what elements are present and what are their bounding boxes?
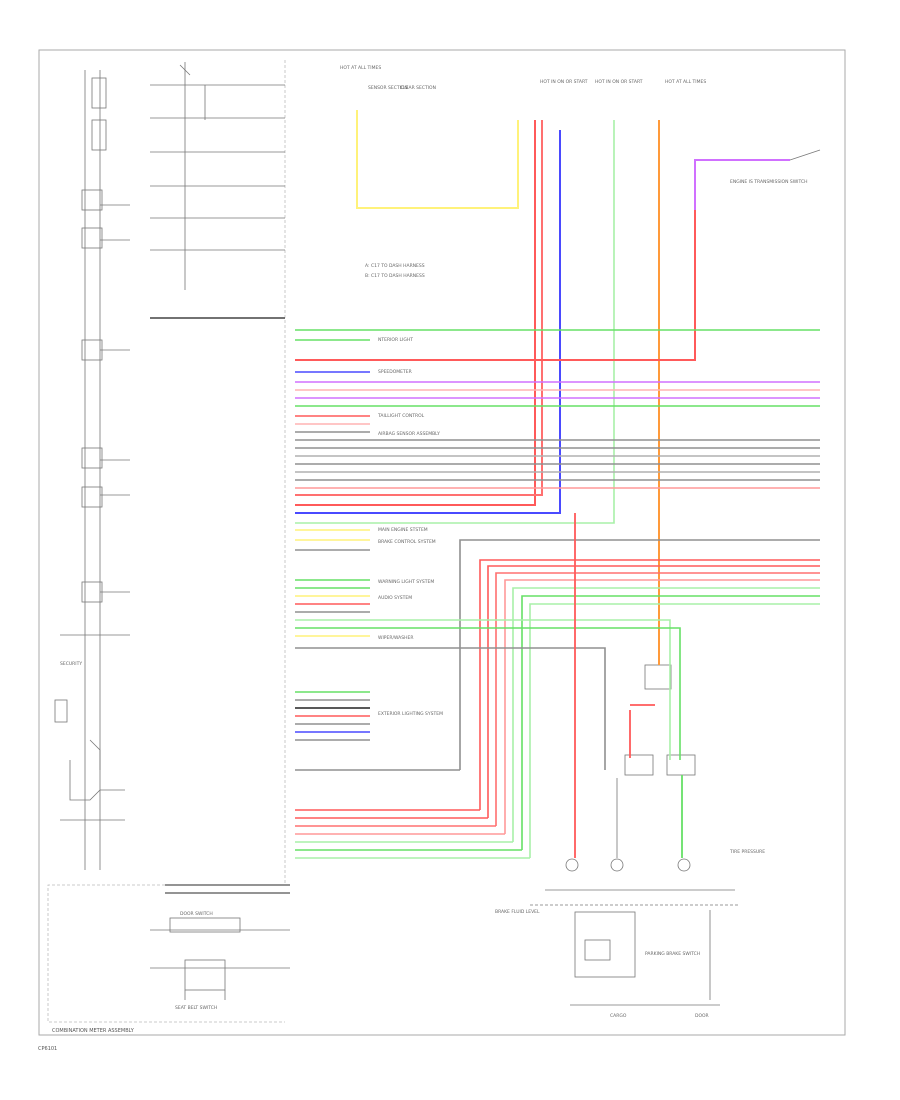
wire-red-a [295,120,536,506]
label-parking-brake: PARKING BRAKE SWITCH [645,952,701,957]
wire-red-relay [295,210,696,361]
meter-switch-ladder [54,70,130,870]
wire-yellow-sensor [356,110,519,209]
label-hot-on-start-2: HOT IN ON OR START [595,80,643,85]
label-door: DOOR [695,1014,709,1019]
connector-legend-a: A: C17 TO DASH HARNESS [365,264,425,269]
label-warning-light: WARNING LIGHT SYSTEM [378,580,435,585]
label-cargo: CARGO [610,1014,627,1019]
wire-green-fuse [295,120,615,524]
lower-switch-block [150,884,290,1000]
label-hot-on-start-1: HOT IN ON OR START [540,80,588,85]
label-security: SECURITY [60,662,83,667]
right-fanout [459,539,820,858]
label-hot-at-all-times-2: HOT AT ALL TIMES [665,80,707,85]
upper-relay-area [150,62,285,319]
page-code: CP6101 [38,1046,58,1052]
label-brake-control: BRAKE CONTROL SYSTEM [378,540,436,545]
label-airbag-sensor: AIRBAG SENSOR ASSEMBLY [378,432,440,437]
label-main-engine: MAIN ENGINE STSTEM [378,528,428,533]
label-seat-belt: SEAT BELT SWITCH [175,1006,218,1011]
label-clear-section: CLEAR SECTION [400,86,436,91]
label-sensor-section: SENSOR SECTION [368,86,408,91]
label-hot-at-all-times-1: HOT AT ALL TIMES [340,66,382,71]
wire-blue [295,130,561,514]
diagram-frame [38,49,846,1036]
wire-red-b [295,120,543,496]
horizontal-bus [295,329,820,551]
label-exterior-lighting: EXTERIOR LIGHTING SYSTEM [378,712,443,717]
meter-assembly-boundary [47,60,286,1023]
label-audio-system: AUDIO SYSTEM [378,596,413,601]
label-door-switch: DOOR SWITCH [180,912,213,917]
component-drops [574,513,683,858]
meter-assembly-caption: COMBINATION METER ASSEMBLY [52,1028,134,1034]
label-taillight-control: TAILLIGHT CONTROL [378,414,425,419]
label-wiper-washer: WIPER/WASHER [378,636,414,641]
label-speedometer: SPEEDOMETER [378,370,412,375]
wire-violet-stub [789,149,821,161]
label-brake-fluid: BRAKE FLUID LEVEL [495,910,540,915]
label-interior-light: NTERIOR LIGHT [378,338,413,343]
label-engine-trans-switch: ENGINE IS TRANSMISSION SWITCH [730,180,808,185]
lower-bus [295,579,681,859]
label-tire-pressure: TIRE PRESSURE [730,850,766,855]
connector-legend-b: B: C17 TO DASH HARNESS [365,274,425,279]
wire-violet [694,159,790,210]
lower-right-components [530,664,740,1006]
